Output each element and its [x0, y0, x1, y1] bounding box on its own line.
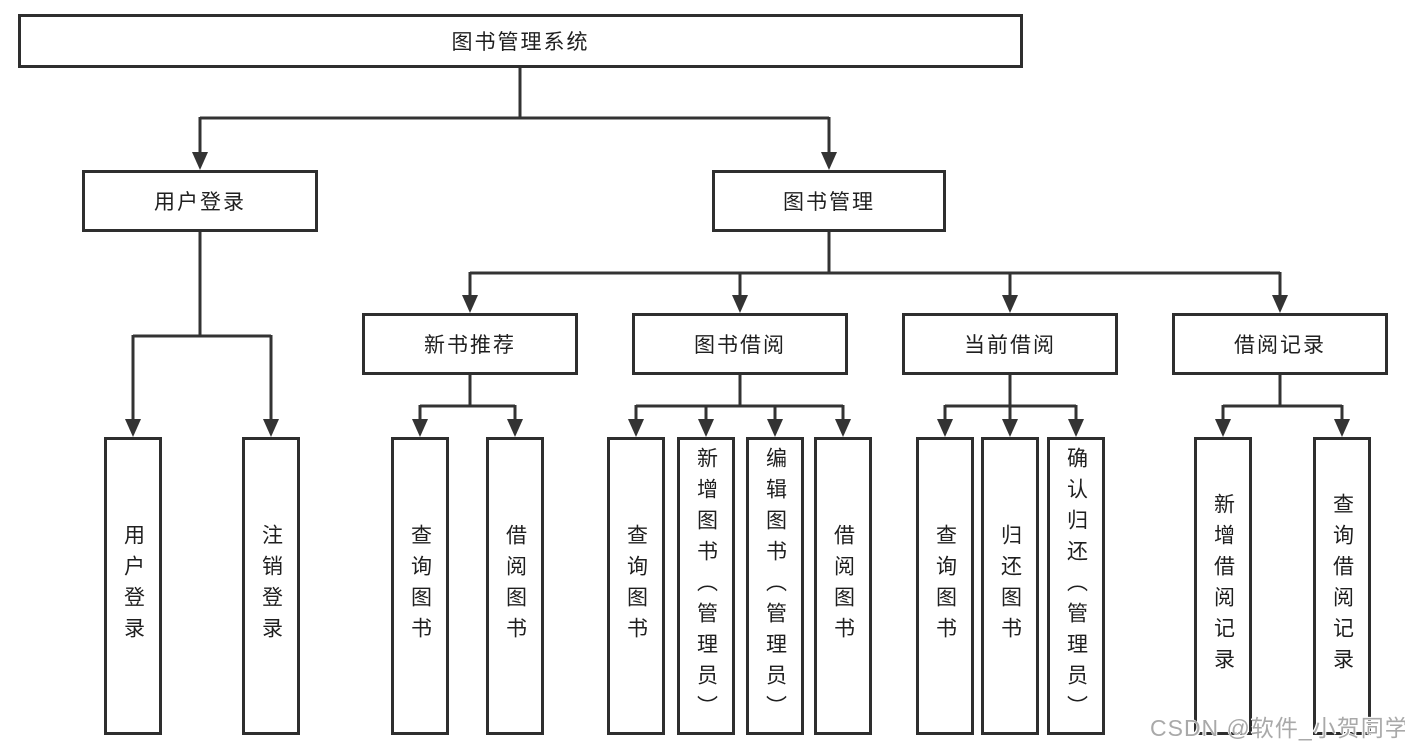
leaf-return-books: 归还图书: [981, 437, 1039, 735]
arrow-down-icon: [507, 419, 523, 437]
node-book-management: 图书管理: [712, 170, 946, 232]
node-label: 新增借阅记录: [1211, 493, 1235, 679]
node-label: 用户登录: [121, 524, 145, 648]
arrowheads: [125, 152, 1350, 437]
leaf-borrow-books-recommend: 借阅图书: [486, 437, 544, 735]
watermark: CSDN @软件_小贺同学: [1150, 715, 1405, 741]
node-book-borrowing: 图书借阅: [632, 313, 848, 375]
connector-borrow-to-leaves: [634, 374, 845, 420]
leaf-query-books-borrow: 查询图书: [607, 437, 665, 735]
arrow-down-icon: [698, 419, 714, 437]
node-new-book-recommend: 新书推荐: [362, 313, 578, 375]
arrow-down-icon: [1334, 419, 1350, 437]
node-label: 图书管理: [783, 191, 875, 214]
node-label: 注销登录: [259, 524, 283, 648]
connector-bookmgmt-to-l3: [468, 230, 1282, 296]
connector-root-to-l2: [198, 66, 831, 153]
node-user-login: 用户登录: [82, 170, 318, 232]
arrow-down-icon: [767, 419, 783, 437]
arrow-down-icon: [125, 419, 141, 437]
leaf-borrow-books: 借阅图书: [814, 437, 872, 735]
arrow-down-icon: [462, 295, 478, 313]
arrow-down-icon: [1215, 419, 1231, 437]
connector-newbook-to-leaves: [418, 374, 517, 420]
leaf-query-books-current: 查询图书: [916, 437, 974, 735]
leaf-add-books-admin: 新增图书（管理员）: [677, 437, 735, 735]
node-label: 借阅图书: [831, 524, 855, 648]
node-label: 图书管理系统: [451, 31, 590, 54]
node-label: 查询借阅记录: [1330, 493, 1354, 679]
leaf-logout: 注销登录: [242, 437, 300, 735]
node-label: 编辑图书（管理员）: [763, 446, 787, 726]
node-label: 确认归还（管理员）: [1064, 446, 1088, 726]
arrow-down-icon: [1272, 295, 1288, 313]
node-label: 查询图书: [624, 524, 648, 648]
node-label: 新增图书（管理员）: [694, 446, 718, 726]
arrow-down-icon: [937, 419, 953, 437]
node-label: 当前借阅: [964, 334, 1056, 357]
leaf-edit-books-admin: 编辑图书（管理员）: [746, 437, 804, 735]
node-label: 用户登录: [154, 191, 246, 214]
arrow-down-icon: [1002, 295, 1018, 313]
arrow-down-icon: [1068, 419, 1084, 437]
arrow-down-icon: [732, 295, 748, 313]
arrow-down-icon: [412, 419, 428, 437]
connector-current-to-leaves: [943, 374, 1078, 420]
node-current-borrowing: 当前借阅: [902, 313, 1118, 375]
node-borrowing-records: 借阅记录: [1172, 313, 1388, 375]
arrow-down-icon: [821, 152, 837, 170]
arrow-down-icon: [192, 152, 208, 170]
leaf-confirm-return-admin: 确认归还（管理员）: [1047, 437, 1105, 735]
node-label: 查询图书: [408, 524, 432, 648]
leaf-add-borrow-record: 新增借阅记录: [1194, 437, 1252, 735]
leaf-query-borrow-record: 查询借阅记录: [1313, 437, 1371, 735]
node-label: 归还图书: [998, 524, 1022, 648]
arrow-down-icon: [1002, 419, 1018, 437]
node-library-system: 图书管理系统: [18, 14, 1023, 68]
arrow-down-icon: [835, 419, 851, 437]
node-label: 图书借阅: [694, 334, 786, 357]
leaf-query-books-recommend: 查询图书: [391, 437, 449, 735]
leaf-user-login: 用户登录: [104, 437, 162, 735]
node-label: 查询图书: [933, 524, 957, 648]
connector-records-to-leaves: [1221, 374, 1344, 420]
node-label: 新书推荐: [424, 334, 516, 357]
node-label: 借阅记录: [1234, 334, 1326, 357]
arrow-down-icon: [263, 419, 279, 437]
node-label: 借阅图书: [503, 524, 527, 648]
arrow-down-icon: [628, 419, 644, 437]
connector-userlogin-to-leaves: [131, 230, 273, 420]
